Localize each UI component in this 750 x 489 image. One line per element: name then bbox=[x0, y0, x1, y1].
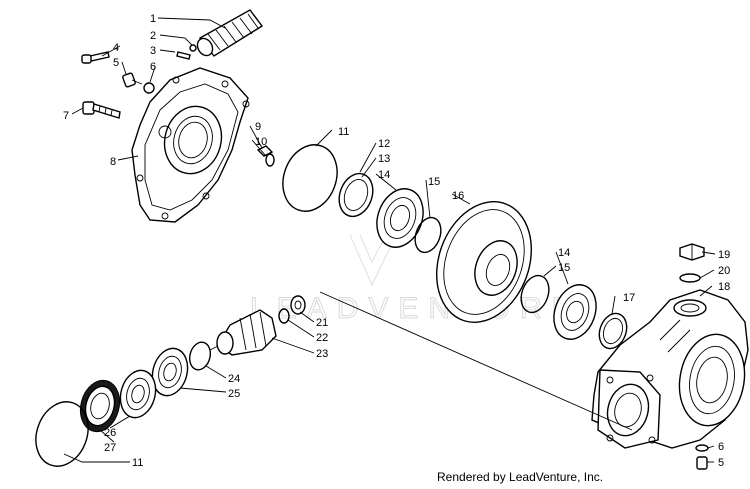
part-5-bolt-top bbox=[122, 72, 143, 88]
part-16-ring-gear bbox=[435, 201, 533, 323]
part-19-fill-plug bbox=[679, 243, 705, 261]
callout-5-top: 5 bbox=[113, 57, 119, 69]
part-23-pinion-gear bbox=[209, 309, 277, 356]
part-15-shim-lower bbox=[520, 274, 550, 314]
part-1-boot bbox=[196, 9, 264, 57]
callout-6-lower: 6 bbox=[718, 441, 724, 453]
callout-11-lower: 11 bbox=[132, 457, 143, 469]
part-14-bearing-lower bbox=[553, 284, 597, 340]
callout-26: 26 bbox=[104, 427, 116, 439]
callout-18: 18 bbox=[718, 281, 730, 293]
callout-15-top: 15 bbox=[428, 176, 440, 188]
callout-6-top: 6 bbox=[150, 61, 156, 73]
callout-19: 19 bbox=[718, 249, 730, 261]
rendered-by-credit: Rendered by LeadVenture, Inc. bbox=[437, 470, 604, 484]
part-14-bearing-top bbox=[376, 188, 424, 248]
callout-20: 20 bbox=[718, 265, 730, 277]
part-22-snap-ring bbox=[278, 308, 290, 324]
callout-9: 9 bbox=[255, 121, 261, 133]
callout-21: 21 bbox=[316, 317, 328, 329]
part-20-oring-small bbox=[679, 273, 701, 283]
leader-lines bbox=[63, 17, 716, 463]
callout-2: 2 bbox=[150, 30, 156, 42]
part-17-seal bbox=[598, 312, 628, 350]
callout-labels: 1 2 3 4 5 6 7 8 9 10 11 12 13 14 15 16 1… bbox=[63, 13, 730, 469]
part-11-oring-top bbox=[282, 144, 338, 212]
part-4-bolt bbox=[81, 51, 110, 64]
part-3-pin bbox=[176, 51, 191, 60]
part-11-oring-lower bbox=[35, 401, 89, 467]
callout-17: 17 bbox=[623, 292, 635, 304]
callout-22: 22 bbox=[316, 332, 328, 344]
callout-25: 25 bbox=[228, 388, 240, 400]
callout-15-lower: 15 bbox=[558, 262, 570, 274]
part-8-cover-housing bbox=[131, 67, 250, 223]
part-25-bearing bbox=[151, 347, 189, 397]
part-10-oring bbox=[265, 153, 275, 167]
callout-3: 3 bbox=[150, 45, 156, 57]
callout-11-top: 11 bbox=[338, 126, 349, 138]
callout-4: 4 bbox=[113, 42, 119, 54]
callout-7: 7 bbox=[63, 110, 69, 122]
callout-1: 1 bbox=[150, 13, 156, 25]
part-2-washer bbox=[189, 44, 197, 52]
callout-16: 16 bbox=[452, 190, 464, 202]
part-26-bearing bbox=[119, 369, 157, 419]
callout-14-lower: 14 bbox=[558, 247, 570, 259]
part-27-lock-nut bbox=[79, 379, 121, 433]
callout-12: 12 bbox=[378, 138, 390, 150]
callout-23: 23 bbox=[316, 348, 328, 360]
part-21-bushing bbox=[290, 295, 306, 315]
callout-24: 24 bbox=[228, 373, 240, 385]
callout-5-lower: 5 bbox=[718, 457, 724, 469]
part-15-shim-top bbox=[414, 216, 442, 254]
part-7-bolt bbox=[82, 101, 121, 119]
part-6-washer-lower bbox=[695, 444, 709, 452]
part-12-13-seal bbox=[338, 172, 374, 218]
part-18-gear-housing bbox=[591, 289, 749, 449]
part-9-plug bbox=[256, 145, 274, 157]
part-5-bolt-lower bbox=[696, 456, 708, 470]
part-6-washer-top bbox=[143, 82, 155, 94]
part-24-shim bbox=[188, 341, 212, 371]
callout-14-top: 14 bbox=[378, 169, 390, 181]
callout-27: 27 bbox=[104, 442, 116, 454]
callout-13: 13 bbox=[378, 153, 390, 165]
callout-10: 10 bbox=[255, 136, 267, 148]
callout-8: 8 bbox=[110, 156, 116, 168]
